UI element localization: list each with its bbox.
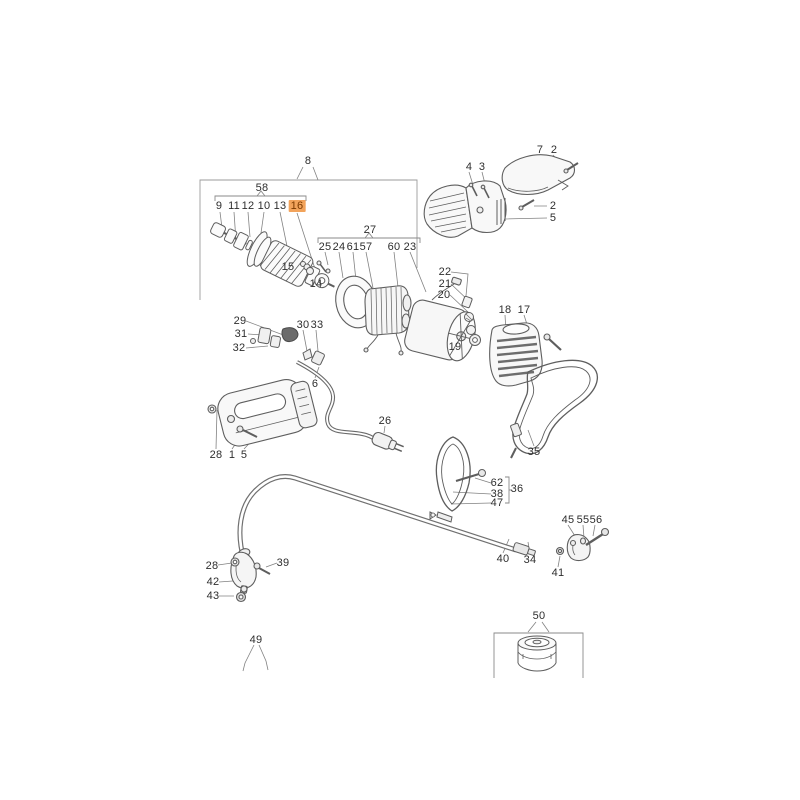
part-label-15: 15 (281, 260, 295, 273)
part-label-43: 43 (206, 589, 220, 602)
part-label-28: 28 (205, 559, 219, 572)
part-label-42: 42 (206, 575, 220, 588)
clamp-drawing (555, 527, 610, 562)
stator-drawing (363, 285, 412, 356)
part-label-22: 22 (438, 265, 452, 278)
part-label-23: 23 (403, 240, 417, 253)
part-label-36: 36 (510, 482, 524, 495)
part-label-18: 18 (498, 303, 512, 316)
part-label-58: 58 (255, 181, 269, 194)
part-label-40: 40 (496, 552, 510, 565)
part-label-55: 55 (576, 513, 590, 526)
part-label-56: 56 (589, 513, 603, 526)
part-label-17: 17 (517, 303, 531, 316)
part-label-57: 57 (359, 240, 373, 253)
part-label-31: 31 (234, 327, 248, 340)
part-label-26: 26 (378, 414, 392, 427)
harness-strap-drawing (510, 359, 598, 459)
part-label-41: 41 (551, 566, 565, 579)
part-label-24: 24 (332, 240, 346, 253)
part-label-20: 20 (437, 288, 451, 301)
rotor-assembly-drawing (210, 222, 335, 289)
gear-head-drawing (230, 548, 271, 603)
part-label-61: 61 (346, 240, 360, 253)
motor-housing-drawing (423, 154, 579, 238)
part-label-10: 10 (257, 199, 271, 212)
part-label-60: 60 (387, 240, 401, 253)
part-label-21: 21 (438, 277, 452, 290)
part-label-30: 30 (296, 318, 310, 331)
motor-can-drawing (404, 276, 476, 362)
part-label-6: 6 (311, 377, 319, 390)
part-label-8: 8 (304, 154, 312, 167)
part-label-39: 39 (276, 556, 290, 569)
part-label-35: 35 (527, 445, 541, 458)
switch-parts-drawing (250, 327, 325, 366)
group-brackets (214, 190, 584, 678)
part-label-1: 1 (228, 448, 236, 461)
part-label-29: 29 (233, 314, 247, 327)
part-label-14: 14 (309, 277, 323, 290)
spool-drawing (517, 635, 557, 672)
part-label-45: 45 (561, 513, 575, 526)
part-label-49: 49 (249, 633, 263, 646)
handle-housing-drawing (207, 379, 318, 447)
part-label-9: 9 (215, 199, 223, 212)
group-box-8 (199, 179, 418, 300)
part-label-33: 33 (310, 318, 324, 331)
brush-parts-drawing (461, 295, 481, 346)
part-label-2: 2 (550, 143, 558, 156)
part-label-3: 3 (478, 160, 486, 173)
part-label-38: 38 (490, 487, 504, 500)
part-label-5: 5 (549, 211, 557, 224)
part-label-12: 12 (241, 199, 255, 212)
part-label-25: 25 (318, 240, 332, 253)
power-cable-drawing (296, 360, 404, 453)
part-label-50: 50 (532, 609, 546, 622)
vented-cover-drawing (489, 322, 562, 387)
part-label-16: 16 (288, 199, 306, 213)
loop-handle-drawing (429, 436, 486, 523)
part-label-4: 4 (465, 160, 473, 173)
part-label-19: 19 (448, 340, 462, 353)
shaft-tube-drawing (237, 474, 536, 561)
part-label-32: 32 (232, 341, 246, 354)
part-label-2: 2 (549, 199, 557, 212)
part-label-5: 5 (240, 448, 248, 461)
part-label-28: 28 (209, 448, 223, 461)
part-label-11: 11 (228, 199, 240, 212)
part-label-27: 27 (363, 223, 377, 236)
part-label-47: 47 (490, 496, 504, 509)
part-label-62: 62 (490, 476, 504, 489)
part-label-7: 7 (536, 143, 544, 156)
part-label-13: 13 (273, 199, 287, 212)
part-label-34: 34 (523, 553, 537, 566)
